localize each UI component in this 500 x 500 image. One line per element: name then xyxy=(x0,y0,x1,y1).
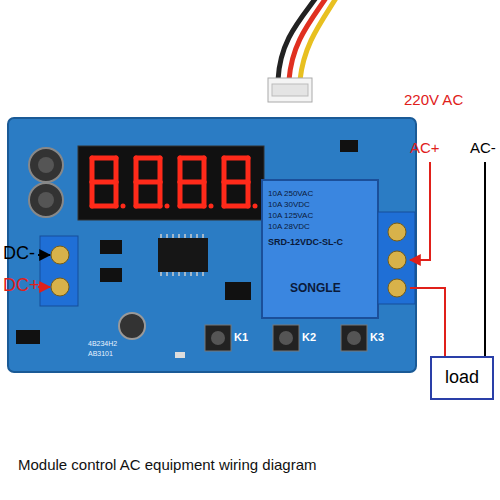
terminal-label: DC- xyxy=(3,244,35,264)
sensor-cable xyxy=(278,0,338,80)
segment xyxy=(136,156,160,161)
segment xyxy=(178,182,183,206)
segment xyxy=(222,158,227,182)
segment xyxy=(136,204,160,209)
board-marking: 4B234H2 xyxy=(88,340,117,348)
relay-model: SRD-12VDC-SL-C xyxy=(268,238,343,248)
transistor xyxy=(100,240,122,254)
segment xyxy=(246,158,251,182)
pcb-board xyxy=(8,118,416,372)
ac-live-wire xyxy=(410,162,430,260)
connector-housing xyxy=(272,84,308,96)
segment xyxy=(222,182,227,206)
seven-segment-display xyxy=(78,146,264,220)
segment xyxy=(246,182,251,206)
screw xyxy=(51,278,69,296)
terminal-label: AC+ xyxy=(410,140,440,157)
dc-plus-lead xyxy=(38,286,50,288)
relay-rating: 10A 28VDC xyxy=(268,223,310,232)
terminal-label: AC- xyxy=(470,140,496,157)
regulator xyxy=(16,330,40,344)
transistor xyxy=(225,282,251,300)
segment xyxy=(178,158,183,182)
node-text: load xyxy=(445,368,479,388)
transistor xyxy=(340,140,358,152)
push-button xyxy=(205,325,367,351)
screw xyxy=(388,279,406,297)
segment xyxy=(224,156,248,161)
segment xyxy=(114,182,119,206)
segment xyxy=(136,180,160,185)
button-label: K3 xyxy=(370,331,384,343)
display-digits xyxy=(92,158,258,209)
supply-label: 220V AC xyxy=(404,92,463,109)
segment xyxy=(90,182,95,206)
sensor-connector xyxy=(268,78,312,102)
relay xyxy=(262,180,378,318)
board-marking: AB3101 xyxy=(88,350,113,358)
button-label: K1 xyxy=(234,331,248,343)
relay-rating: 10A 125VAC xyxy=(268,212,313,221)
button-label: K2 xyxy=(302,331,316,343)
segment xyxy=(158,158,163,182)
relay-brand: SONGLE xyxy=(290,282,341,295)
segment xyxy=(158,182,163,206)
segment xyxy=(92,180,116,185)
relay-terminal-block xyxy=(378,212,415,304)
dc-terminal-block xyxy=(40,236,78,306)
segment xyxy=(202,182,207,206)
decimal-point xyxy=(165,204,170,209)
segment xyxy=(90,158,95,182)
decimal-point xyxy=(209,204,214,209)
dc-minus-lead xyxy=(38,254,50,256)
led xyxy=(175,352,185,358)
decimal-point xyxy=(121,204,126,209)
load-wire xyxy=(410,288,445,356)
segment xyxy=(134,182,139,206)
segment xyxy=(224,180,248,185)
caption: Module control AC equipment wiring diagr… xyxy=(18,456,316,473)
ic-chip xyxy=(158,238,208,272)
segment xyxy=(180,156,204,161)
transistor xyxy=(100,268,122,282)
relay-rating: 10A 30VDC xyxy=(268,201,310,210)
segment xyxy=(202,158,207,182)
screw xyxy=(388,251,406,269)
terminal-label: DC+ xyxy=(3,276,40,296)
segment xyxy=(180,180,204,185)
segment xyxy=(134,158,139,182)
segment xyxy=(92,156,116,161)
segment xyxy=(180,204,204,209)
decimal-point xyxy=(253,204,258,209)
segment xyxy=(224,204,248,209)
screw xyxy=(388,223,406,241)
load-box: load xyxy=(430,356,494,400)
ic-pins xyxy=(161,234,203,276)
ac-neutral-wire xyxy=(484,162,486,356)
segment xyxy=(114,158,119,182)
screw xyxy=(51,246,69,264)
segment xyxy=(92,204,116,209)
relay-rating: 10A 250VAC xyxy=(268,190,313,199)
